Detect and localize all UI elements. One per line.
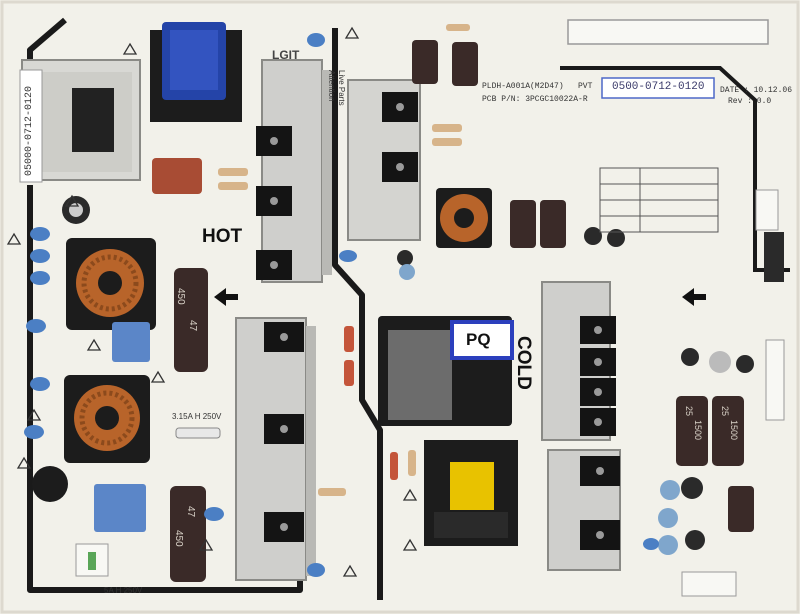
standby-transformer bbox=[150, 22, 242, 122]
cold-label: COLD bbox=[513, 336, 534, 390]
date-label: DATE : 10.12.06 bbox=[720, 86, 793, 95]
heatsink-hot-upper bbox=[261, 59, 323, 283]
pq-transformer bbox=[378, 316, 514, 426]
live-parts-label: Live Parts bbox=[337, 70, 346, 106]
bulk-cap-value-1: 47 bbox=[187, 320, 198, 332]
direction-arrows bbox=[214, 288, 706, 306]
rev-label: Rev : 0.0 bbox=[728, 97, 772, 106]
bulk-capacitors bbox=[170, 40, 754, 582]
brand-label: LGIT bbox=[272, 48, 300, 62]
line-filter-chokes bbox=[64, 188, 492, 463]
bulk-cap-value-2: 47 bbox=[185, 506, 196, 518]
serial-sticker: 0500-0712-0120 bbox=[612, 81, 705, 93]
side-sticker: 05000-0712-0120 bbox=[24, 85, 35, 176]
fuse-rating: 3.15A H 250V bbox=[172, 412, 222, 421]
small-capacitors bbox=[32, 196, 754, 555]
pcb-part-number: PCB P/N: 3PCGC10022A-R bbox=[482, 95, 588, 104]
bulk-cap-rating-1: 450 bbox=[175, 288, 186, 305]
side-sticker-bg bbox=[19, 69, 43, 183]
connectors bbox=[75, 19, 785, 597]
fuse-small-rating: 5A H 250V bbox=[104, 586, 143, 595]
model-line: PLDH-A001A(M2D47) bbox=[482, 82, 564, 91]
hot-label: HOT bbox=[202, 226, 243, 247]
attention-label: Attention bbox=[327, 70, 336, 102]
resistors bbox=[175, 24, 470, 496]
small-cap-rating-2: 25 bbox=[720, 406, 730, 417]
small-cap-value-1: 1500 bbox=[693, 420, 703, 441]
y-capacitors bbox=[24, 33, 659, 577]
main-transformer bbox=[424, 440, 518, 546]
pq-label: PQ bbox=[466, 330, 491, 349]
bridge-rectifier bbox=[72, 88, 114, 152]
serial-sticker-bg bbox=[601, 77, 715, 99]
x-capacitors bbox=[94, 322, 150, 532]
small-cap-value-2: 1500 bbox=[729, 420, 739, 441]
small-cap-rating-1: 25 bbox=[684, 406, 694, 417]
stage-label: PVT bbox=[578, 82, 593, 91]
power-transistors bbox=[256, 92, 620, 550]
film-capacitor bbox=[152, 158, 202, 194]
isolation-trace bbox=[332, 28, 383, 600]
warning-triangles bbox=[6, 26, 418, 577]
bulk-cap-rating-2: 450 bbox=[173, 530, 184, 547]
